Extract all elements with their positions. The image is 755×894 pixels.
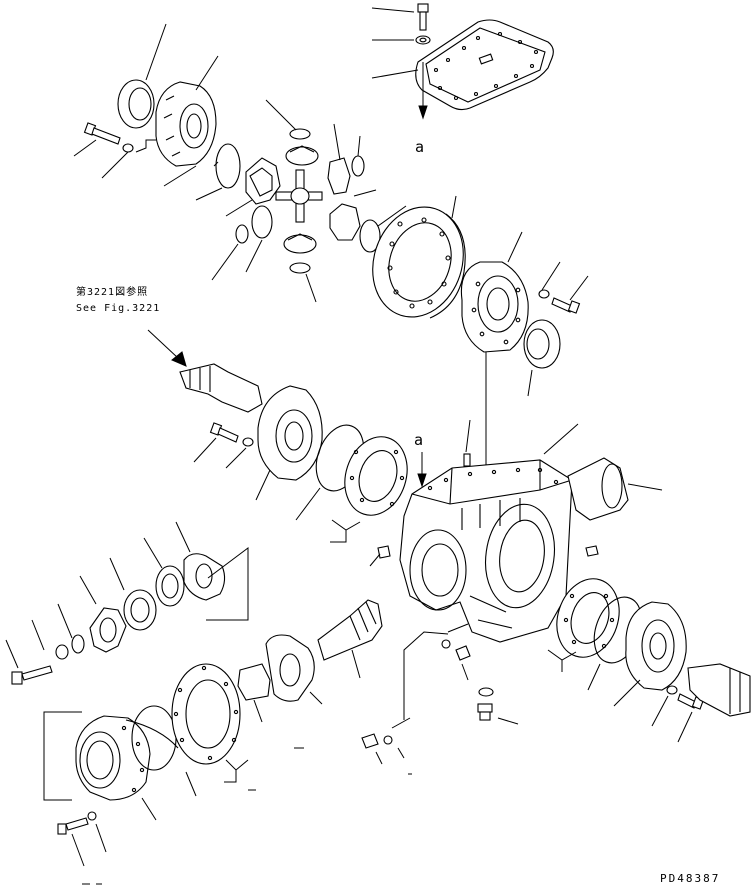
- side-gear: [245, 157, 281, 205]
- drain-plug: [477, 703, 493, 721]
- pinion-gear: [285, 146, 319, 166]
- pinion-gear: [283, 234, 317, 254]
- washer: [242, 437, 254, 447]
- ring-gear-group: [372, 195, 589, 512]
- bearing: [523, 319, 561, 369]
- washer: [415, 35, 431, 45]
- output-shaft: [687, 663, 751, 717]
- differential-case-group: [73, 23, 407, 303]
- o-ring: [71, 634, 85, 654]
- bearing-cage: [257, 385, 323, 481]
- input-shaft: [179, 363, 263, 413]
- plug: [361, 733, 379, 749]
- bearing: [117, 79, 155, 129]
- thrust-washer: [215, 143, 241, 189]
- washer: [87, 811, 97, 821]
- pinion-bearing: [265, 634, 315, 702]
- pinion-washer: [235, 224, 249, 244]
- plug: [455, 645, 471, 661]
- washer: [441, 639, 451, 649]
- ring-gear: [372, 206, 464, 318]
- plug: [377, 545, 391, 559]
- oil-seal: [123, 589, 157, 631]
- pinion-cage-group: [5, 521, 249, 885]
- pinion-washer: [289, 262, 311, 274]
- diff-case: [155, 81, 217, 167]
- bolt: [209, 422, 239, 443]
- plug: [585, 545, 599, 557]
- cover-plate-assembly: [371, 3, 554, 120]
- thrust-washer: [359, 219, 381, 253]
- drive-pinion-group: [237, 599, 519, 791]
- drawing-number: PD48387: [660, 872, 720, 885]
- bolt: [57, 817, 89, 835]
- coupling: [89, 607, 127, 653]
- pinion-gear: [251, 205, 273, 239]
- bearing-cup: [567, 457, 629, 521]
- bolt: [417, 3, 429, 13]
- input-shaft-group: [179, 363, 408, 543]
- washer: [383, 735, 393, 745]
- bearing-cage: [625, 601, 687, 691]
- o-ring: [478, 687, 494, 697]
- pinion-gear: [327, 157, 351, 195]
- shim: [556, 578, 620, 658]
- right-bearing-group: [547, 457, 751, 743]
- washer: [666, 685, 678, 695]
- spider: [275, 169, 323, 223]
- washer: [122, 143, 134, 153]
- see-fig-note-en: See Fig.3221: [76, 303, 160, 314]
- diff-carrier: [460, 261, 529, 353]
- shim: [344, 436, 408, 516]
- bolt: [11, 665, 53, 685]
- washer: [538, 289, 550, 299]
- drive-pinion: [317, 599, 383, 661]
- pinion-washer: [351, 155, 365, 177]
- ref-a-mid: a: [414, 431, 423, 449]
- see-fig-note-jp: 第3221図参照: [76, 285, 148, 298]
- bearing: [183, 553, 226, 601]
- bolt: [551, 297, 581, 314]
- bolt: [83, 122, 121, 145]
- dowel-pin: [463, 453, 471, 467]
- washer: [55, 644, 69, 660]
- pinion-washer: [289, 128, 311, 140]
- ref-a-top: a: [415, 138, 424, 156]
- spacer: [237, 663, 271, 701]
- side-gear: [329, 203, 361, 241]
- axle-housing: [369, 419, 599, 643]
- bearing: [155, 565, 185, 607]
